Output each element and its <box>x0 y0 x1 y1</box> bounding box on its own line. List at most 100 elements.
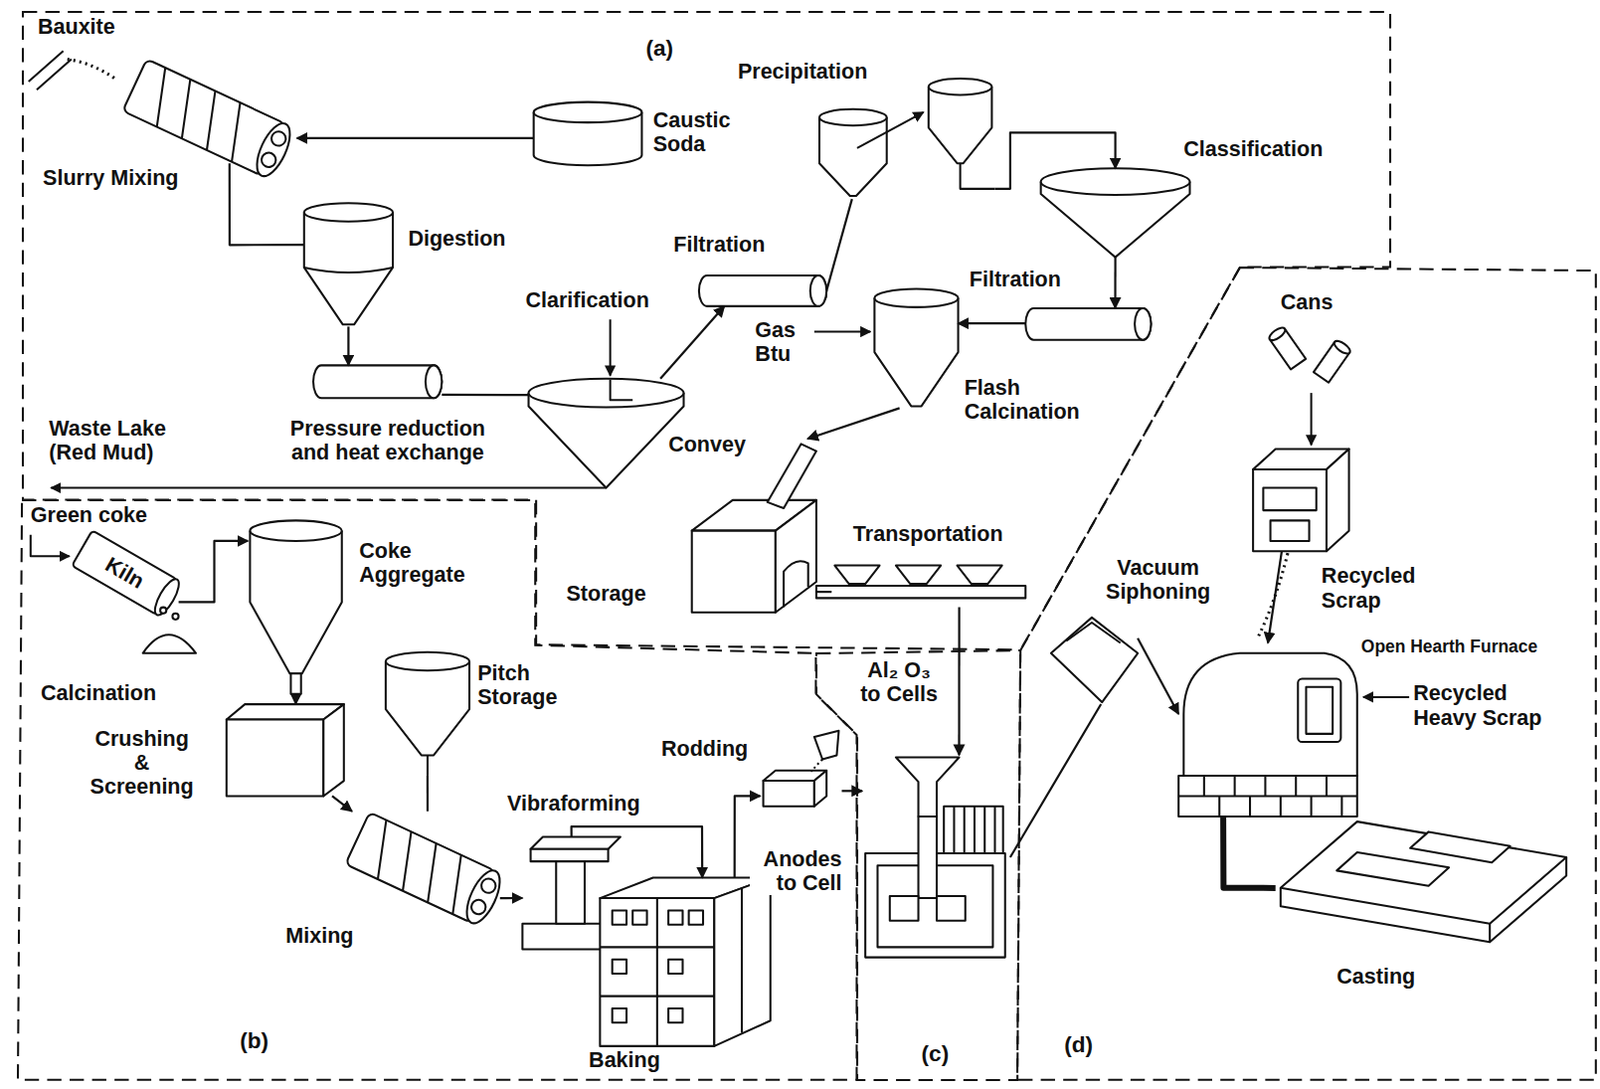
flow-connector <box>1010 704 1101 858</box>
storage-building <box>692 443 817 612</box>
casting-mold: Casting <box>1275 816 1567 949</box>
digestion-tank: Digestion <box>304 201 393 327</box>
flow-connector <box>1267 550 1282 643</box>
filter <box>1134 308 1151 341</box>
flow-connector <box>332 795 353 811</box>
baking-furnace <box>668 959 683 974</box>
calcined-coke-pile <box>143 607 196 654</box>
note-label: Waste Lake (Red Mud) <box>48 416 212 465</box>
region-outline <box>17 500 857 1080</box>
coke-hopper <box>249 520 342 541</box>
open-hearth-furnace <box>1305 687 1333 734</box>
flow-connector <box>816 590 832 593</box>
process-label: Cans <box>1280 290 1334 315</box>
reduction-cell: Al₂ O₃ to Cells <box>862 754 1011 959</box>
flow-connector <box>1113 257 1116 309</box>
rodding-station <box>763 730 840 807</box>
process-label: Digestion <box>407 226 506 251</box>
clarifier <box>529 378 685 489</box>
cans-icon <box>1266 325 1306 369</box>
note-label: Bauxite <box>37 14 116 39</box>
connector-label: Convey <box>668 432 746 457</box>
process-label: Precipitation <box>737 59 868 84</box>
cans-icon <box>1332 339 1353 356</box>
region-outline <box>22 11 1391 650</box>
flow-connector <box>571 826 704 878</box>
pitch-tank <box>426 754 429 776</box>
process-label: Slurry Mixing <box>42 166 178 190</box>
flow-connector <box>229 163 305 245</box>
reduction-cell <box>953 806 995 856</box>
connector-label: Anodes to Cell <box>749 847 842 895</box>
slurry-mill <box>250 118 298 180</box>
region-outline <box>816 650 1021 1080</box>
classifier <box>1041 168 1191 195</box>
siphon-ladle <box>1066 622 1120 644</box>
digestion-tank <box>304 202 393 325</box>
filter <box>810 275 827 307</box>
region-outline: (d)CansVacuum SiphoningOpen Hearth Furna… <box>1017 267 1597 1080</box>
storage-building <box>767 443 817 509</box>
heat-exchanger <box>313 364 442 398</box>
precipitator <box>928 78 993 95</box>
cans-icon <box>1313 339 1353 383</box>
coke-hopper: Coke Aggregate <box>247 518 344 694</box>
open-hearth-furnace <box>1178 653 1358 817</box>
storage-building: Storage <box>692 438 817 612</box>
digestion-tank <box>304 211 393 325</box>
rodding-station <box>814 770 827 807</box>
flow-connector <box>958 322 1027 325</box>
heat-exchanger: Pressure reduction and heat exchange <box>313 364 442 398</box>
region-outline <box>1017 267 1597 1080</box>
reduction-cell <box>918 816 937 898</box>
process-label: Kiln <box>101 551 149 593</box>
heat-exchanger <box>313 364 442 398</box>
process-label: Pitch Storage <box>477 661 590 710</box>
flow-arrow <box>609 319 612 375</box>
filter: Filtration <box>699 275 827 307</box>
open-hearth-furnace <box>1178 775 1358 817</box>
casting-mold <box>1336 831 1510 886</box>
process-label: Baking <box>588 1048 661 1072</box>
conveyor <box>816 565 1026 599</box>
siphon-ladle <box>1051 617 1138 703</box>
filter: Filtration <box>1025 308 1151 341</box>
slurry-mill <box>259 150 279 170</box>
cans-icon <box>1266 325 1287 343</box>
filter <box>699 275 827 307</box>
precipitator <box>928 86 993 164</box>
conveyor: Transportation <box>831 558 1026 607</box>
bauxite-chute <box>28 50 72 90</box>
precipitator <box>857 112 924 149</box>
vibraformer: Vibraforming <box>522 836 623 949</box>
flow-arrow <box>30 534 70 557</box>
region-outline <box>22 11 1391 650</box>
rodding-station <box>814 730 840 760</box>
conveyor <box>895 565 941 584</box>
calciner <box>874 298 958 407</box>
conveyor <box>816 585 1026 598</box>
baking-furnace <box>612 1008 627 1023</box>
region-outline: (c)Al₂ O₃ to Cells <box>816 650 1021 1080</box>
flow-connector <box>826 198 853 291</box>
pitch-tank <box>385 661 470 755</box>
bauxite-chute <box>28 50 117 90</box>
baking-furnace <box>632 909 647 924</box>
coke-hopper <box>249 531 342 675</box>
caustic-soda-tank <box>533 102 643 124</box>
rodding-station <box>763 780 815 807</box>
pitch-tank: Pitch Storage <box>385 651 470 776</box>
process-label: Coke Aggregate <box>358 538 503 587</box>
conveyor <box>957 565 1003 584</box>
precipitator <box>960 163 996 189</box>
calcined-coke-pile <box>160 607 167 614</box>
region-outline <box>816 650 1021 1080</box>
paste-mixer <box>479 876 499 895</box>
calcined-coke-pile <box>143 634 196 653</box>
slurry-mixer: Slurry Mixing <box>111 53 298 164</box>
slurry-mill <box>122 58 297 180</box>
crusher <box>226 704 345 796</box>
